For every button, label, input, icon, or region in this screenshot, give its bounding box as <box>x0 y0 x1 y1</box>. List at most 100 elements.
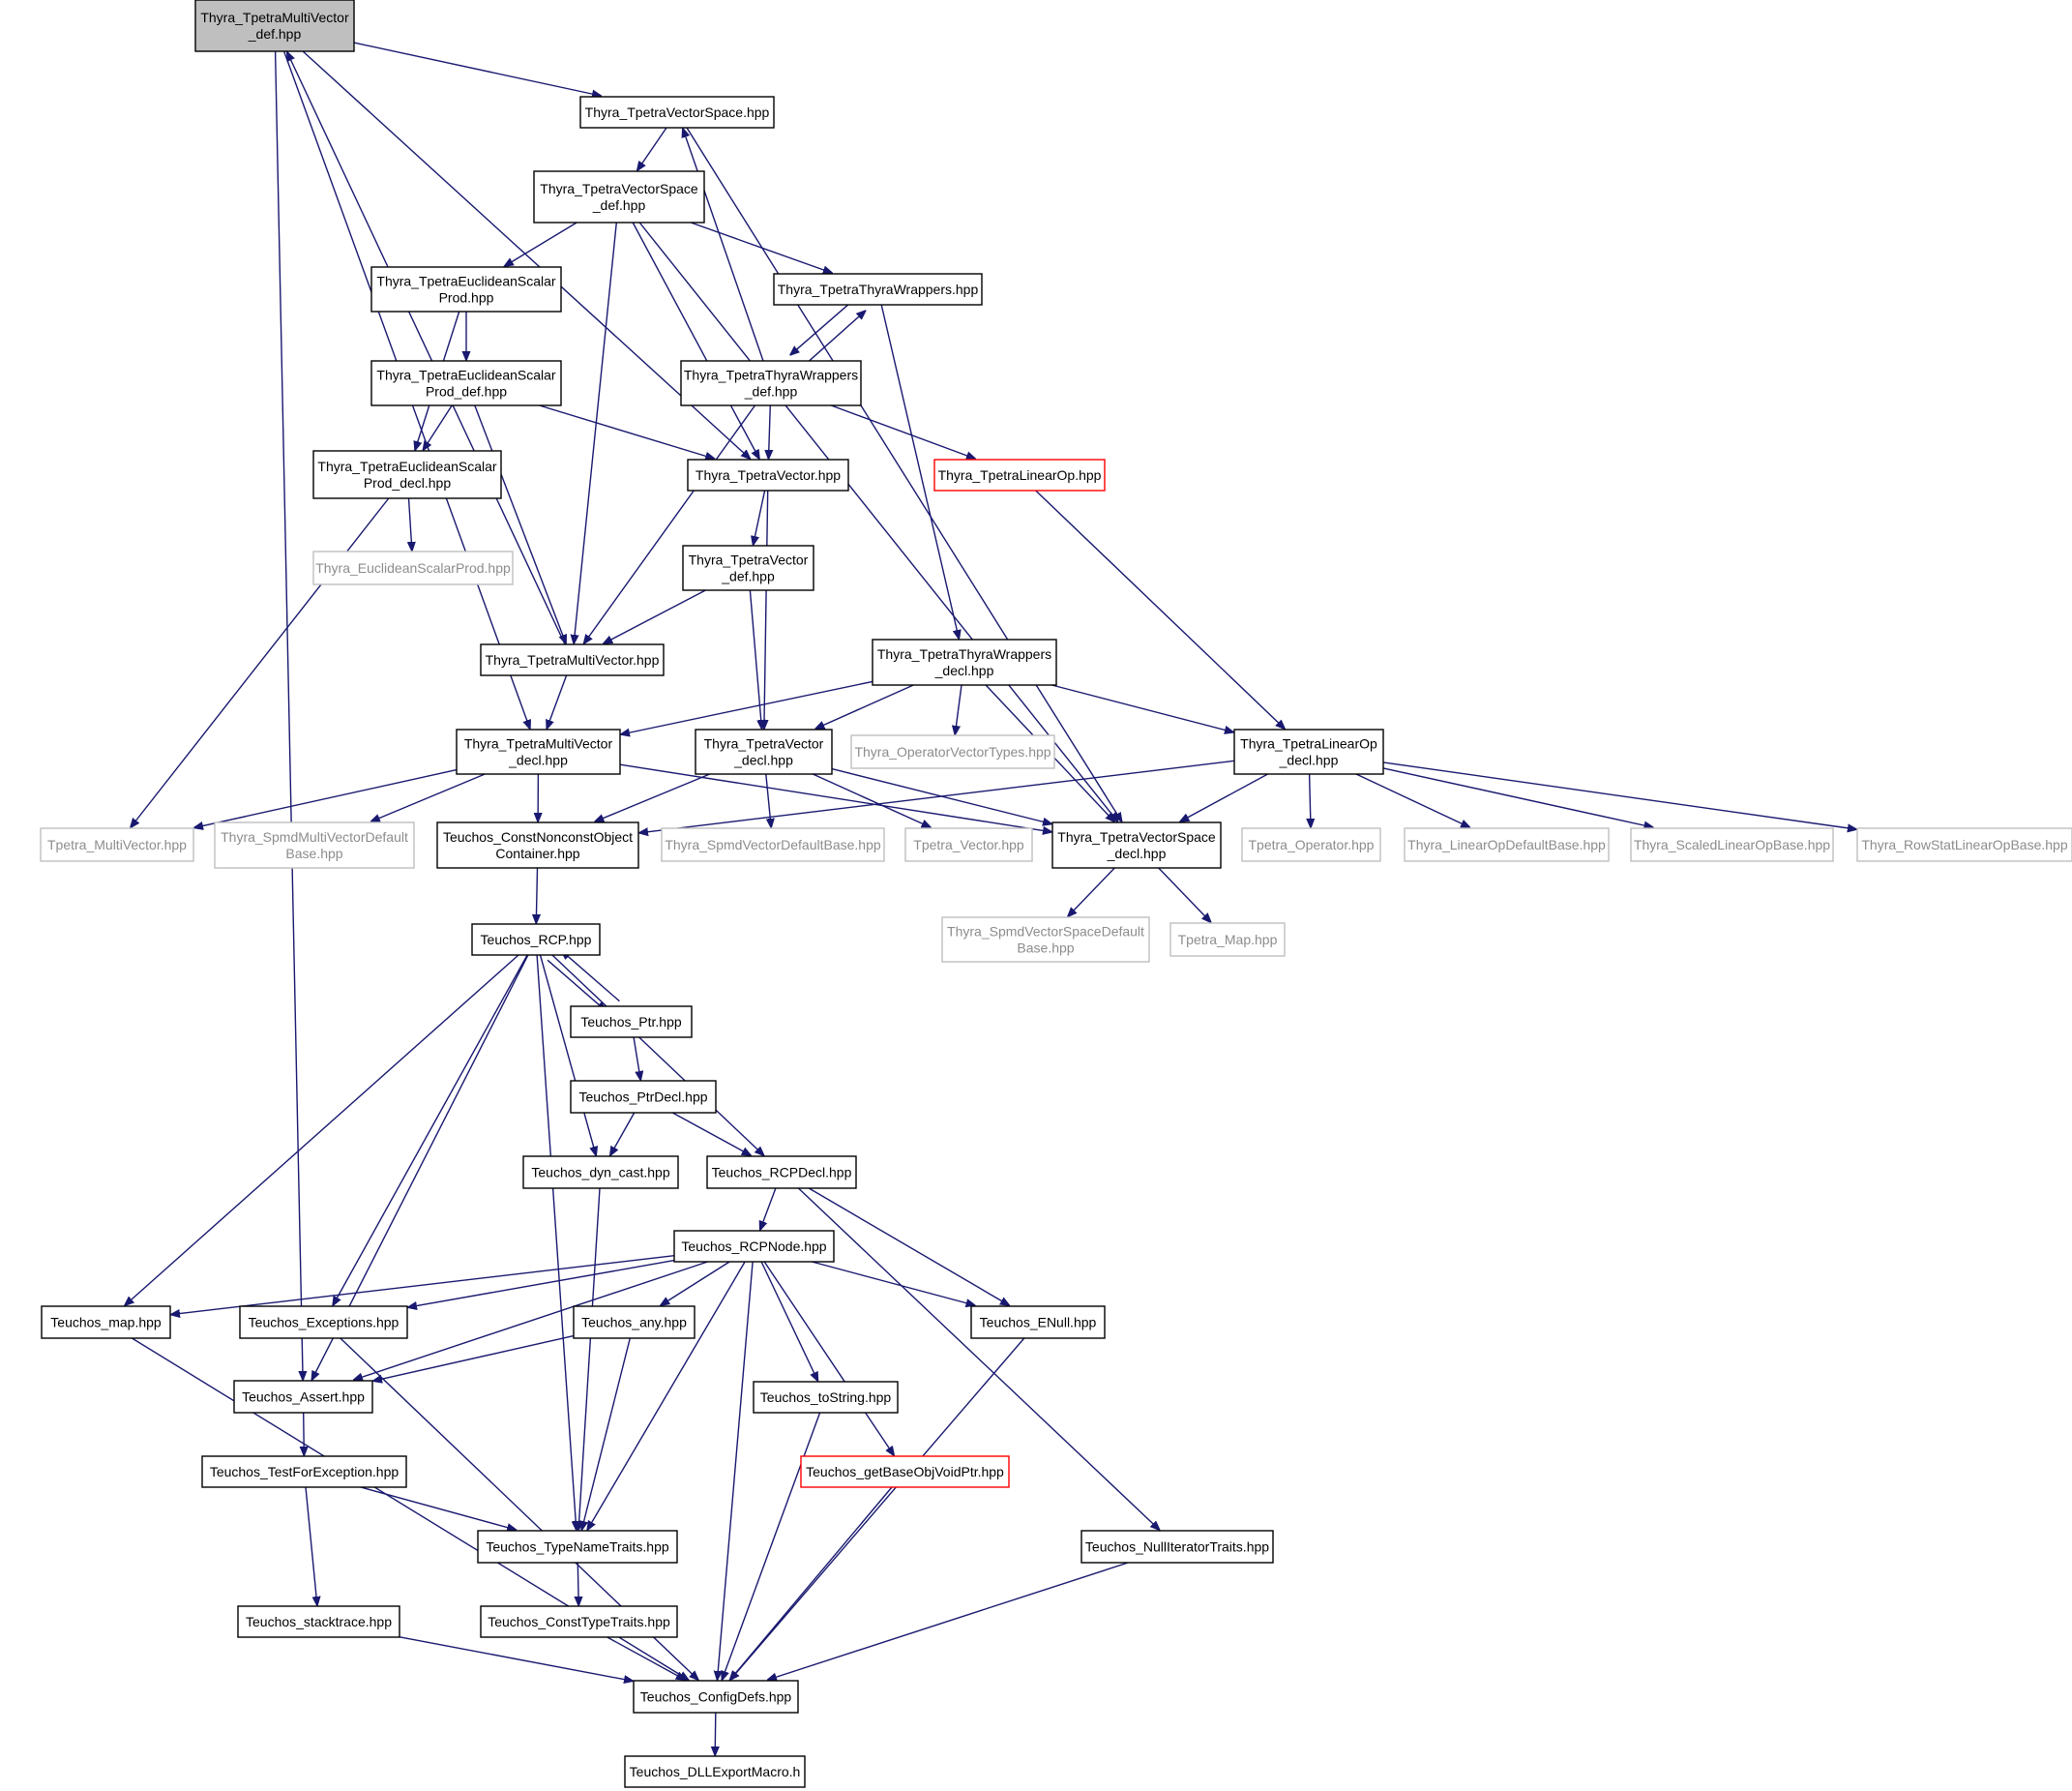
node-tnt[interactable]: Teuchos_TypeNameTraits.hpp <box>477 1530 678 1564</box>
edge-tlo_decl-to-tpop <box>1310 773 1311 827</box>
node-box <box>579 96 775 129</box>
node-ttw-def[interactable]: Thyra_TpetraThyraWrappers_def.hpp <box>680 360 862 406</box>
node-esp-ext[interactable]: Thyra_EuclideanScalarProd.hpp <box>312 551 514 585</box>
node-label: Tpetra_Map.hpp <box>1178 932 1278 947</box>
node-vs-def[interactable]: Thyra_TpetraVectorSpace_def.hpp <box>533 170 705 224</box>
node-tlo-decl[interactable]: Thyra_TpetraLinearOp_decl.hpp <box>1233 729 1384 775</box>
node-label: Teuchos_ENull.hpp <box>980 1315 1097 1330</box>
edge-assert-to-tfe <box>304 1412 305 1455</box>
node-gbovp[interactable]: Teuchos_getBaseObjVoidPtr.hpp <box>800 1455 1010 1488</box>
node-rcpnode[interactable]: Teuchos_RCPNode.hpp <box>673 1230 835 1263</box>
node-ptrdecl[interactable]: Teuchos_PtrDecl.hpp <box>570 1080 717 1114</box>
edge-rcpdecl-to-rcpnode <box>760 1187 777 1230</box>
node-box <box>1169 922 1286 957</box>
node-tpmap[interactable]: Tpetra_Map.hpp <box>1169 922 1286 957</box>
node-tostr[interactable]: Teuchos_toString.hpp <box>753 1381 899 1414</box>
node-box <box>624 1755 806 1788</box>
edge-nit-to-cfg <box>768 1562 1129 1680</box>
node-box <box>573 1305 696 1339</box>
node-label: Thyra_TpetraMultiVector <box>200 10 349 25</box>
edge-rcpnode-to-enull <box>812 1261 974 1305</box>
edge-tmv-to-root <box>287 52 566 645</box>
edge-dyncast-to-tnt <box>578 1187 601 1530</box>
node-svdb[interactable]: Thyra_SpmdVectorDefaultBase.hpp <box>661 827 885 862</box>
node-tpop[interactable]: Tpetra_Operator.hpp <box>1241 827 1381 862</box>
node-enull[interactable]: Teuchos_ENull.hpp <box>970 1305 1106 1339</box>
edge-ttw_def-to-tmv <box>584 404 756 643</box>
node-tv[interactable]: Thyra_TpetraVector.hpp <box>687 459 849 492</box>
node-dll[interactable]: Teuchos_DLLExportMacro.h <box>624 1755 806 1788</box>
node-vs[interactable]: Thyra_TpetraVectorSpace.hpp <box>579 96 775 129</box>
edge-rcp-to-dyncast <box>539 954 597 1155</box>
node-root[interactable]: Thyra_TpetraMultiVector_def.hpp <box>194 0 355 52</box>
edge-cnoc-to-rcp <box>536 867 537 923</box>
node-label: Teuchos_RCPNode.hpp <box>681 1239 826 1254</box>
node-ttw[interactable]: Thyra_TpetraThyraWrappers.hpp <box>773 273 983 306</box>
node-box <box>753 1381 899 1414</box>
node-box <box>1051 821 1222 869</box>
edge-any-to-assert <box>373 1334 575 1382</box>
node-label: Thyra_TpetraThyraWrappers <box>684 368 858 383</box>
edge-tlo-to-tlo_decl <box>1035 490 1285 729</box>
edge-vs_def-to-tmv <box>574 222 617 643</box>
edge-ptrdecl-to-rcpdecl <box>671 1112 751 1155</box>
edge-esp_decl-to-esp_ext <box>409 497 412 551</box>
node-box <box>687 459 849 492</box>
node-map[interactable]: Teuchos_map.hpp <box>41 1305 171 1339</box>
node-ptr[interactable]: Teuchos_Ptr.hpp <box>570 1005 693 1038</box>
node-box <box>237 1605 400 1638</box>
node-tpv[interactable]: Tpetra_Vector.hpp <box>904 827 1033 862</box>
edge-ttw_decl-to-tmv_decl <box>621 680 873 734</box>
node-label: _def.hpp <box>248 26 302 42</box>
node-label: Thyra_TpetraThyraWrappers.hpp <box>778 282 979 297</box>
node-box <box>941 916 1150 963</box>
node-label: Thyra_TpetraThyraWrappers <box>877 646 1051 662</box>
node-box <box>471 923 601 956</box>
node-rcpdecl[interactable]: Teuchos_RCPDecl.hpp <box>706 1155 857 1189</box>
edge-ttw_decl-to-tlo_decl <box>1051 684 1233 732</box>
node-tmv-decl[interactable]: Thyra_TpetraMultiVector_decl.hpp <box>456 729 621 775</box>
edge-ttw_decl-to-tv_decl <box>815 684 914 729</box>
node-slob[interactable]: Thyra_ScaledLinearOpBase.hpp <box>1630 827 1834 862</box>
node-tlo[interactable]: Thyra_TpetraLinearOp.hpp <box>933 459 1106 492</box>
edge-tnt-to-ctt <box>577 1562 578 1605</box>
edge-ptr-to-ptrdecl <box>633 1036 640 1080</box>
node-tv-decl[interactable]: Thyra_TpetraVector_decl.hpp <box>695 729 833 775</box>
node-lodb[interactable]: Thyra_LinearOpDefaultBase.hpp <box>1404 827 1610 862</box>
node-box <box>1630 827 1834 862</box>
node-label: Thyra_LinearOpDefaultBase.hpp <box>1407 837 1606 852</box>
node-label: Teuchos_any.hpp <box>581 1315 687 1330</box>
edge-vs-to-vs_def <box>637 127 667 170</box>
node-tpmv[interactable]: Tpetra_MultiVector.hpp <box>40 827 194 862</box>
node-label: Prod_def.hpp <box>426 384 507 400</box>
edge-enull-to-cfg <box>730 1337 1025 1680</box>
node-ovt[interactable]: Thyra_OperatorVectorTypes.hpp <box>850 734 1055 769</box>
node-tfe[interactable]: Teuchos_TestForException.hpp <box>201 1455 407 1488</box>
node-nit[interactable]: Teuchos_NullIteratorTraits.hpp <box>1080 1530 1274 1564</box>
node-tv-def[interactable]: Thyra_TpetraVector_def.hpp <box>682 545 814 591</box>
edge-tlo_decl-to-vs_decl <box>1180 773 1268 821</box>
node-any[interactable]: Teuchos_any.hpp <box>573 1305 696 1339</box>
edge-ttw_decl-to-ovt <box>955 684 962 734</box>
edge-rcp-to-exc <box>333 954 528 1305</box>
node-ttw-decl[interactable]: Thyra_TpetraThyraWrappers_decl.hpp <box>872 639 1057 686</box>
node-rslob[interactable]: Thyra_RowStatLinearOpBase.hpp <box>1856 827 2072 862</box>
node-ctt[interactable]: Teuchos_ConstTypeTraits.hpp <box>480 1605 678 1638</box>
node-assert[interactable]: Teuchos_Assert.hpp <box>233 1380 373 1414</box>
node-box <box>773 273 983 306</box>
node-exc[interactable]: Teuchos_Exceptions.hpp <box>239 1305 408 1339</box>
node-cfg[interactable]: Teuchos_ConfigDefs.hpp <box>633 1680 799 1714</box>
node-rcp[interactable]: Teuchos_RCP.hpp <box>471 923 601 956</box>
node-dyncast[interactable]: Teuchos_dyn_cast.hpp <box>522 1155 679 1189</box>
edge-vs_def-to-ttw <box>690 222 832 273</box>
node-tmv[interactable]: Thyra_TpetraMultiVector.hpp <box>480 643 665 676</box>
node-vs-decl[interactable]: Thyra_TpetraVectorSpace_decl.hpp <box>1051 821 1222 869</box>
node-label: Thyra_TpetraMultiVector <box>464 736 613 752</box>
node-st[interactable]: Teuchos_stacktrace.hpp <box>237 1605 400 1638</box>
